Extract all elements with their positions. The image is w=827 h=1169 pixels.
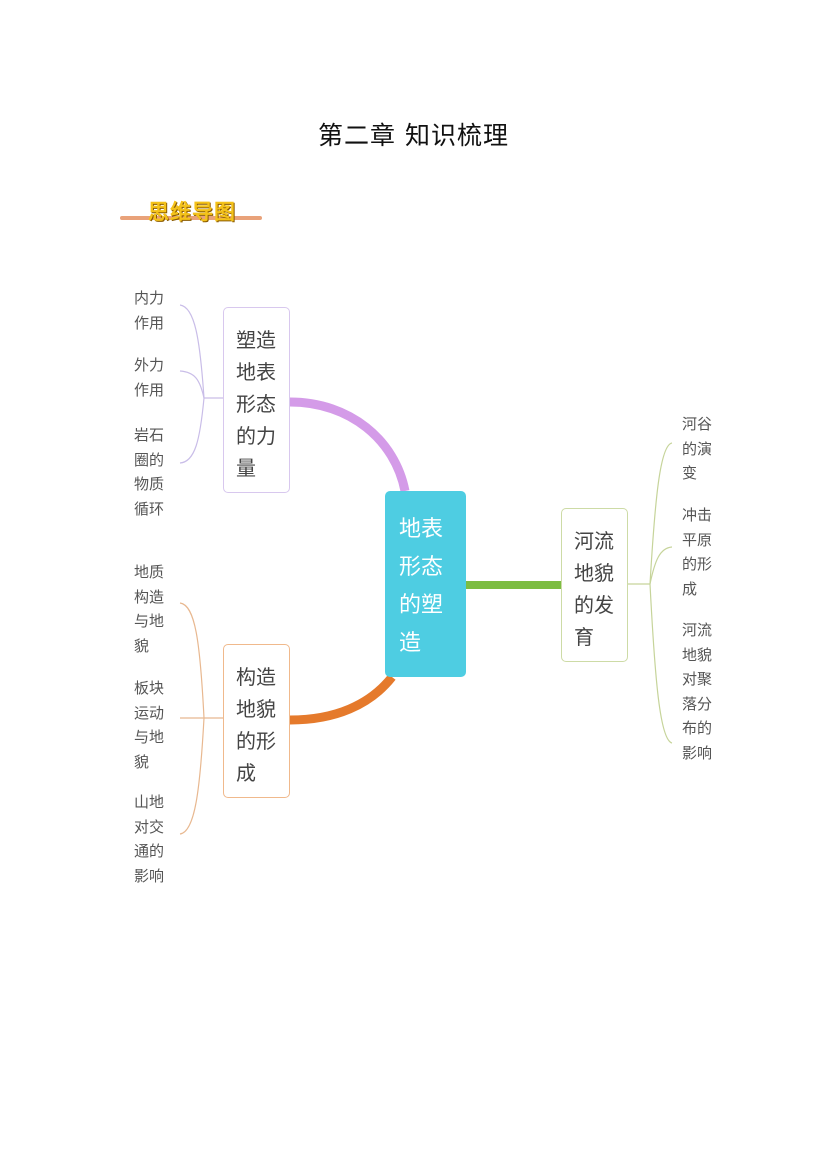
link-center-branch1 (289, 397, 410, 492)
branch-node-forces[interactable]: 塑造地表形态的力量 (223, 307, 290, 493)
branch-node-tectonic-landforms[interactable]: 构造地貌的形成 (223, 644, 290, 798)
bracket-branch3 (628, 442, 673, 744)
leaf-node[interactable]: 河谷的演变 (682, 415, 713, 482)
central-topic-label: 地表形态的塑造 (399, 517, 444, 656)
badge-label: 思维导图 (148, 200, 236, 224)
leaf-node[interactable]: 地质构造与地貌 (134, 563, 165, 655)
link-center-branch2 (289, 674, 396, 725)
leaf-node[interactable]: 外力作用 (134, 356, 165, 399)
leaf-node[interactable]: 内力作用 (134, 289, 165, 332)
leaf-node[interactable]: 山地对交通的影响 (134, 793, 165, 885)
branch-node-river-landforms[interactable]: 河流地貌的发育 (561, 508, 628, 662)
mind-map-badge: 思维导图 (120, 196, 262, 226)
branch-label: 构造地貌的形成 (236, 665, 276, 785)
branch-label: 塑造地表形态的力量 (236, 328, 276, 480)
bracket-branch1 (179, 304, 223, 464)
leaf-node[interactable]: 板块运动与地貌 (134, 679, 165, 771)
page-title: 第二章 知识梳理 (318, 121, 509, 150)
central-topic[interactable]: 地表形态的塑造 (385, 491, 466, 677)
badge-underline (120, 216, 262, 220)
leaf-node[interactable]: 岩石圈的物质循环 (134, 426, 165, 518)
leaf-node[interactable]: 冲击平原的形成 (682, 506, 713, 598)
leaf-node[interactable]: 河流地貌对聚落分布的影响 (682, 621, 713, 762)
branch-label: 河流地貌的发育 (574, 529, 614, 649)
bracket-branch2 (179, 602, 223, 835)
